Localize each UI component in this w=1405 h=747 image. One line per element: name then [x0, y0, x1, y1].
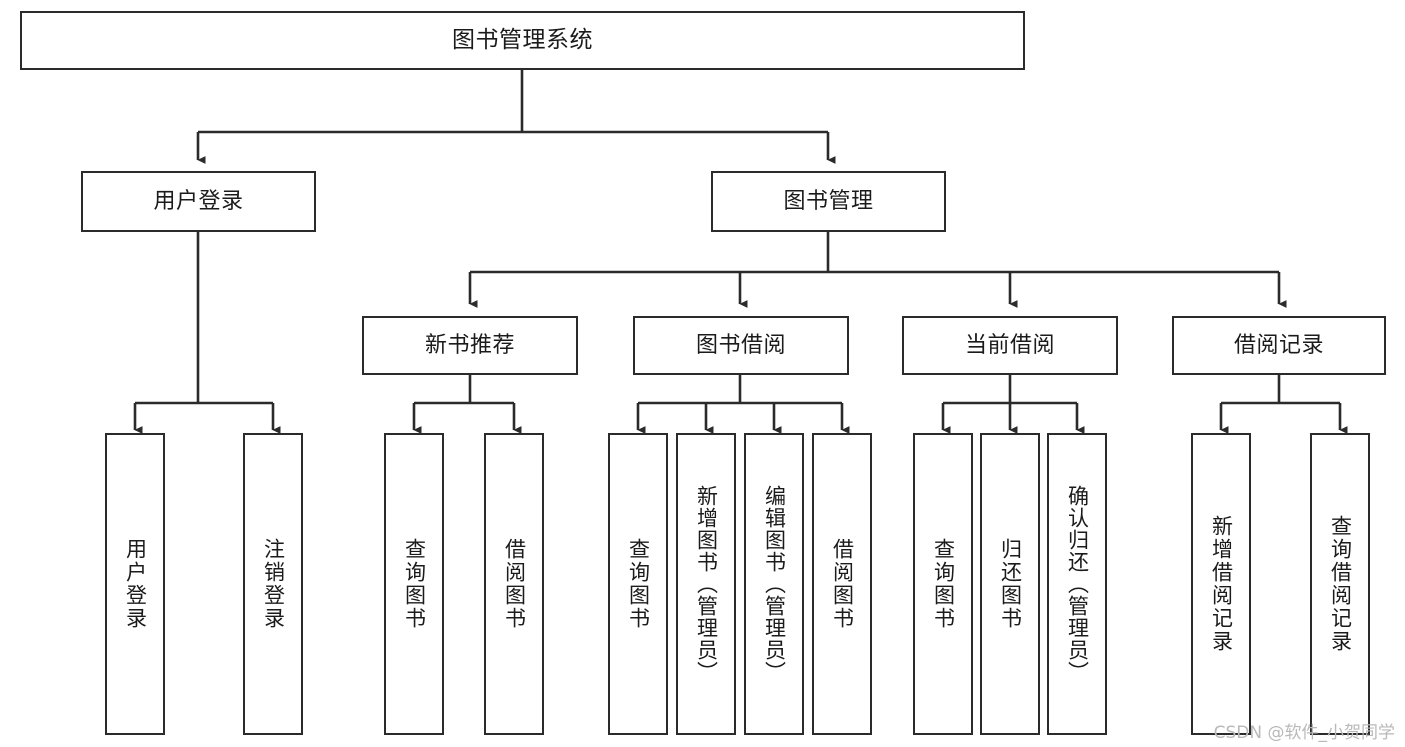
- node-label: 注销登录: [261, 538, 286, 630]
- leaf-book-borrow-add-book-admin[interactable]: 新增图书（管理员）: [676, 433, 736, 735]
- node-label: 归还图书: [998, 538, 1023, 630]
- leaf-current-borrow-confirm-return-admin[interactable]: 确认归还（管理员）: [1047, 433, 1107, 735]
- node-book-borrow[interactable]: 图书借阅: [633, 316, 849, 375]
- node-book-management[interactable]: 图书管理: [711, 171, 946, 232]
- leaf-borrow-record-add-record[interactable]: 新增借阅记录: [1191, 433, 1251, 735]
- leaf-new-book-query-book[interactable]: 查询图书: [384, 433, 444, 735]
- node-label: 查询图书: [626, 538, 651, 630]
- node-label: 借阅记录: [1233, 332, 1324, 358]
- leaf-book-borrow-edit-book-admin[interactable]: 编辑图书（管理员）: [744, 433, 804, 735]
- watermark: CSDN @软件_小贺同学: [1213, 723, 1395, 743]
- node-label: 用户登录: [153, 188, 244, 214]
- node-label: 当前借阅: [964, 332, 1055, 358]
- leaf-new-book-borrow-book[interactable]: 借阅图书: [484, 433, 544, 735]
- leaf-book-borrow-borrow-book[interactable]: 借阅图书: [812, 433, 872, 735]
- node-user-login[interactable]: 用户登录: [81, 171, 316, 232]
- node-label: 借阅图书: [830, 538, 855, 630]
- node-label: 图书管理: [783, 188, 874, 214]
- node-label: 查询借阅记录: [1328, 515, 1353, 653]
- leaf-book-borrow-query-book[interactable]: 查询图书: [608, 433, 668, 735]
- node-root-book-management-system[interactable]: 图书管理系统: [20, 11, 1025, 70]
- node-label: 新增图书（管理员）: [694, 485, 719, 683]
- leaf-current-borrow-return-book[interactable]: 归还图书: [980, 433, 1040, 735]
- node-current-borrow[interactable]: 当前借阅: [902, 316, 1118, 375]
- node-new-book-recommend[interactable]: 新书推荐: [362, 316, 578, 375]
- leaf-borrow-record-query-record[interactable]: 查询借阅记录: [1310, 433, 1370, 735]
- node-label: 新增借阅记录: [1209, 515, 1234, 653]
- node-label: 查询图书: [931, 538, 956, 630]
- node-label: 查询图书: [402, 538, 427, 630]
- node-label: 确认归还（管理员）: [1065, 485, 1090, 683]
- leaf-user-login-logout[interactable]: 注销登录: [243, 433, 303, 735]
- leaf-user-login-login[interactable]: 用户登录: [105, 433, 165, 735]
- node-label: 用户登录: [123, 538, 148, 630]
- node-borrow-record[interactable]: 借阅记录: [1172, 316, 1386, 375]
- node-label: 图书管理系统: [452, 27, 593, 54]
- node-label: 新书推荐: [424, 332, 515, 358]
- node-label: 借阅图书: [502, 538, 527, 630]
- node-label: 编辑图书（管理员）: [762, 485, 787, 683]
- node-label: 图书借阅: [695, 332, 786, 358]
- leaf-current-borrow-query-book[interactable]: 查询图书: [913, 433, 973, 735]
